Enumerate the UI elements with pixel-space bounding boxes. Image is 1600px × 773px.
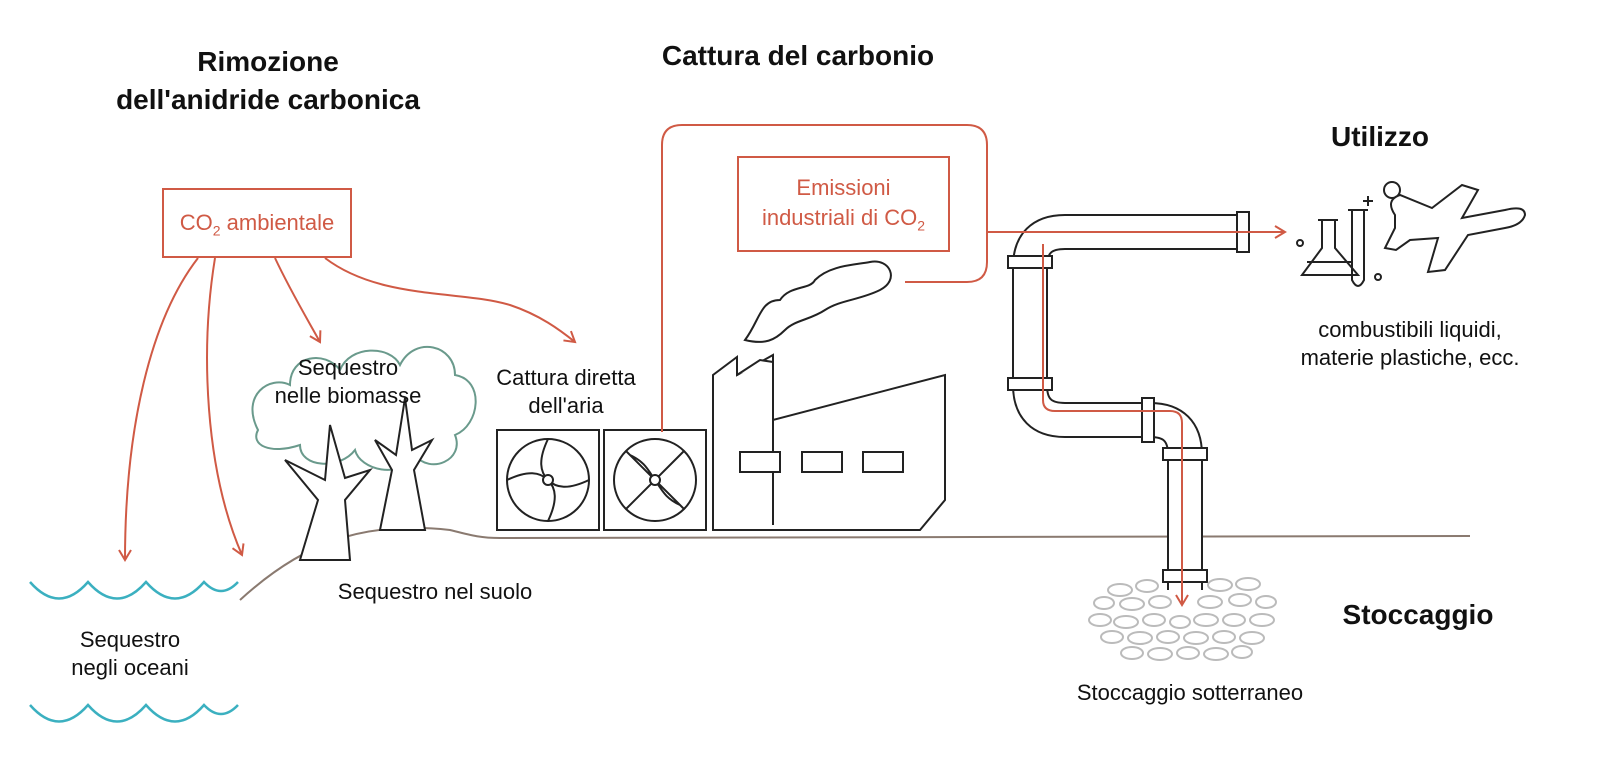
- ocean-label-line1: Sequestro: [79, 627, 181, 652]
- dac-label-line1: Cattura diretta: [496, 365, 636, 390]
- storage-heading: Stoccaggio: [1342, 599, 1494, 630]
- flow-arrows: [988, 225, 1287, 607]
- removal-heading-line2: dell'anidride carbonica: [116, 84, 420, 115]
- ambient-co2-after: ambientale: [220, 210, 335, 235]
- dac-label: Cattura diretta dell'aria: [476, 364, 656, 420]
- products-label-line1: combustibili liquidi,: [1318, 317, 1502, 342]
- products-label-line2: materie plastiche, ecc.: [1300, 345, 1520, 370]
- industrial-line2-sub: 2: [917, 217, 926, 234]
- biomass-label-line1: Sequestro: [297, 355, 399, 380]
- biomass-label-line2: nelle biomasse: [274, 383, 422, 408]
- capture-heading: Cattura del carbonio: [661, 40, 935, 71]
- biomass-label: Sequestro nelle biomasse: [268, 354, 428, 410]
- industrial-line1: Emissioni: [796, 175, 891, 200]
- rocks-icon: [1088, 577, 1277, 661]
- ambient-co2-text: CO: [179, 210, 213, 235]
- ambient-co2-box: CO2 ambientale: [162, 188, 352, 258]
- industrial-co2-box: Emissioni industriali di CO2: [737, 156, 950, 252]
- soil-label: Sequestro nel suolo: [337, 579, 533, 604]
- wave-icon: [29, 580, 239, 723]
- removal-heading-line1: Rimozione: [197, 46, 339, 77]
- tree-icon: [251, 346, 477, 561]
- industrial-line2: industriali di CO2: [739, 203, 948, 233]
- test-tube-icon: [1348, 209, 1382, 287]
- ocean-label-line2: negli oceani: [71, 655, 189, 680]
- ambient-co2-sub: 2: [212, 222, 221, 239]
- utilization-heading: Utilizzo: [1331, 121, 1429, 152]
- capture-bracket: [661, 124, 988, 432]
- fan-icon: [496, 429, 707, 531]
- factory-icon: [712, 353, 946, 531]
- underground-label: Stoccaggio sotterraneo: [1076, 680, 1304, 705]
- ocean-label: Sequestro negli oceani: [30, 626, 230, 682]
- ambient-arrows: [118, 257, 577, 562]
- smoke-icon: [743, 260, 892, 343]
- pipe-icon: [1007, 211, 1250, 590]
- removal-heading: Rimozione dell'anidride carbonica: [68, 43, 468, 119]
- products-label: combustibili liquidi, materie plastiche,…: [1250, 316, 1570, 372]
- dac-label-line2: dell'aria: [528, 393, 604, 418]
- airplane-icon: [1383, 183, 1527, 274]
- industrial-line2-text: industriali di CO: [761, 205, 918, 230]
- flask-icon: [1296, 181, 1401, 276]
